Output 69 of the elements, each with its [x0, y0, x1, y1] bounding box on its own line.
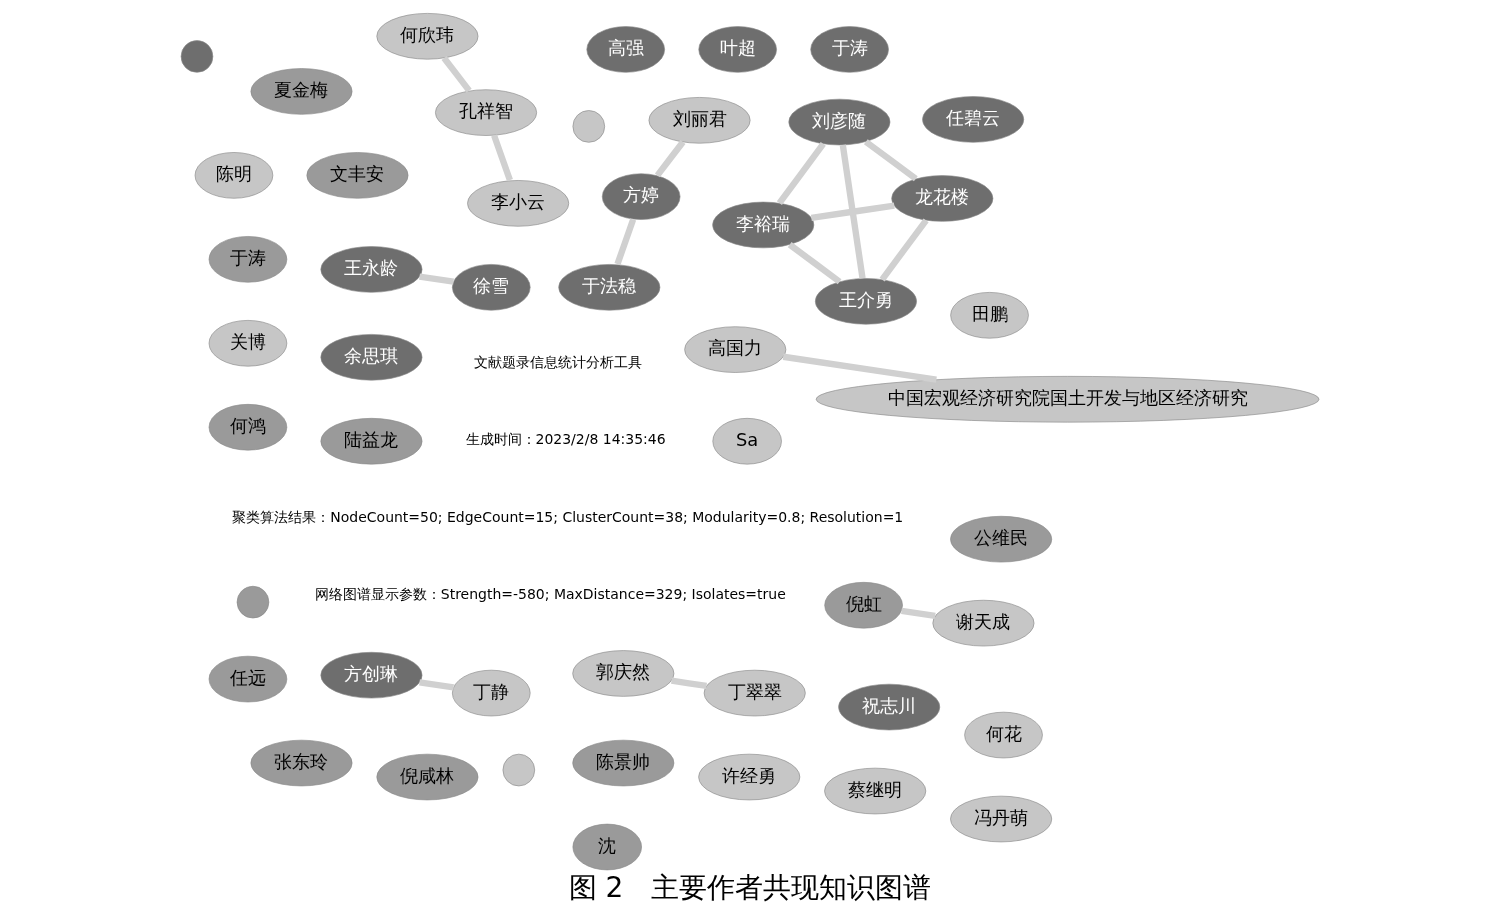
node-ellipse: 于涛 — [208, 236, 287, 283]
node-ellipse: 何欣玮 — [376, 13, 478, 60]
node-ellipse: 任碧云 — [921, 96, 1024, 143]
node-circle — [572, 110, 605, 143]
connector — [863, 139, 918, 182]
node-ellipse: 龙花楼 — [890, 175, 993, 222]
node-ellipse: 刘彦随 — [787, 98, 890, 146]
node-ellipse: 沈 — [572, 823, 642, 871]
node-ellipse: 陈明 — [194, 152, 273, 199]
node-ellipse: 王介勇 — [814, 278, 917, 325]
node-ellipse: 祝志川 — [837, 683, 940, 731]
node-ellipse: 冯丹萌 — [949, 795, 1052, 843]
node-ellipse: 关博 — [208, 320, 287, 367]
connector — [418, 273, 454, 285]
node-ellipse: 公维民 — [949, 515, 1052, 563]
connector — [839, 144, 866, 279]
node-ellipse: 郭庆然 — [571, 650, 674, 697]
node-ellipse: 丁静 — [451, 669, 530, 717]
caption: 图 2 主要作者共现知识图谱 — [568, 871, 931, 905]
node-ellipse: 李裕瑞 — [711, 201, 814, 249]
node-ellipse: 李小云 — [466, 180, 569, 227]
node-ellipse: 叶超 — [697, 26, 777, 73]
node-ellipse: Sa — [712, 418, 782, 465]
connector — [900, 607, 936, 620]
node-ellipse: 文丰安 — [306, 152, 408, 199]
node-ellipse: 方创琳 — [320, 652, 422, 699]
connector — [441, 56, 472, 93]
connector — [490, 134, 513, 182]
connector — [782, 353, 937, 383]
node-ellipse: 夏金梅 — [250, 68, 352, 115]
label: 网络图谱显示参数：Strength=-580; MaxDistance=329; Isolates=true — [314, 585, 786, 602]
node-ellipse: 陆益龙 — [320, 418, 422, 465]
node-ellipse: 丁翠翠 — [703, 669, 806, 717]
node-ellipse: 陈景帅 — [571, 739, 674, 787]
node-circle — [180, 40, 213, 73]
connector — [613, 218, 636, 266]
node-ellipse: 谢天成 — [932, 599, 1034, 647]
connector — [418, 679, 454, 691]
node-ellipse: 倪虹 — [823, 582, 903, 629]
node-ellipse: 许经勇 — [697, 753, 800, 801]
node-ellipse: 余思琪 — [320, 334, 422, 381]
node-ellipse: 蔡继明 — [823, 767, 926, 815]
node-ellipse: 高国力 — [683, 326, 786, 373]
node-ellipse: 王永龄 — [320, 246, 422, 293]
label: 聚类算法结果：NodeCount=50; EdgeCount=15; ClusterCount=38; Modularity=0.8; Resolution=1 — [231, 509, 903, 526]
node-ellipse: 孔祥智 — [434, 89, 537, 136]
node-ellipse: 刘丽君 — [648, 97, 750, 144]
node-ellipse: 徐雪 — [451, 264, 530, 311]
connector — [810, 202, 895, 221]
label: 生成时间：2023/2/8 14:35:46 — [465, 431, 666, 448]
node-circle — [502, 753, 535, 787]
connector — [879, 218, 929, 282]
node-circle — [236, 585, 269, 619]
node-ellipse: 方婷 — [601, 173, 680, 220]
label: 文献题录信息统计分析工具 — [473, 353, 642, 370]
connector — [654, 140, 685, 178]
node-ellipse: 中国宏观经济研究院国土开发与地区经济研究 — [815, 376, 1319, 423]
node-ellipse: 高强 — [586, 26, 665, 73]
node-ellipse: 于涛 — [809, 26, 889, 73]
node-ellipse: 何花 — [963, 711, 1043, 759]
connector — [670, 677, 707, 690]
node-ellipse: 于法稳 — [557, 264, 660, 311]
node-ellipse: 任远 — [208, 655, 287, 703]
node-ellipse: 田鹏 — [949, 292, 1029, 339]
connector — [787, 242, 841, 285]
connector — [776, 142, 826, 206]
node-ellipse: 张东玲 — [250, 739, 352, 787]
node-ellipse: 倪咸林 — [376, 753, 478, 801]
node-ellipse: 何鸿 — [208, 404, 287, 451]
